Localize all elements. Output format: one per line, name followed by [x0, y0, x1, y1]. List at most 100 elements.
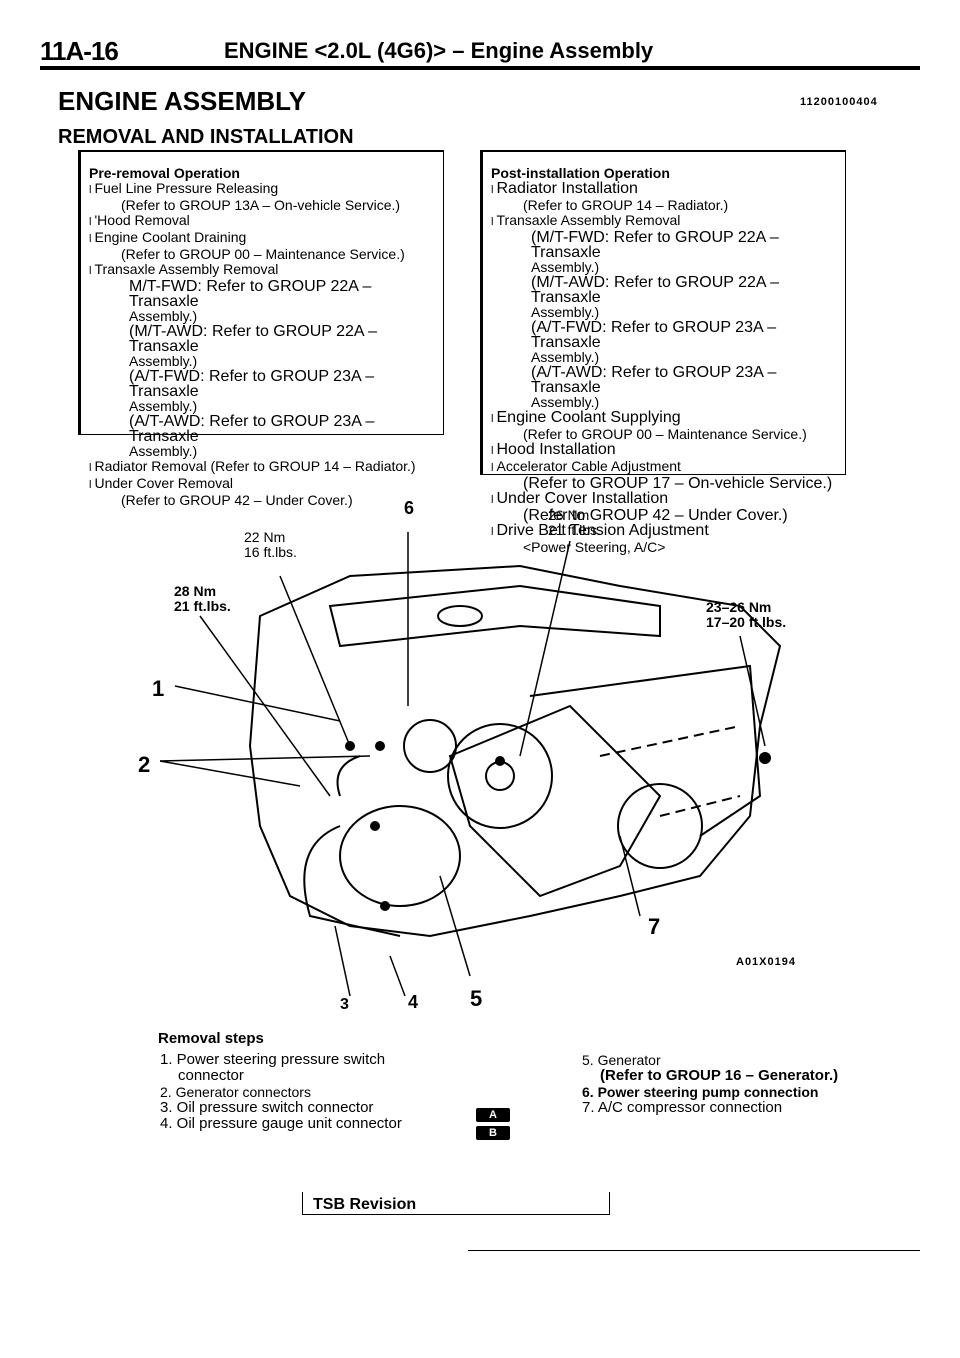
callout-4: 4	[408, 992, 419, 1012]
engine-block	[248, 564, 782, 938]
pre_removal-line: Assembly.)	[129, 353, 198, 369]
torque-ft: 21 ft.lbs.	[174, 598, 231, 614]
post-installation-heading-bold: Post-installation	[491, 165, 600, 181]
pre_removal-line: (M/T-AWD: Refer to GROUP 22A – Transaxle	[129, 323, 378, 355]
post_installation-line: Assembly.)	[531, 349, 600, 365]
pre_removal-line: (Refer to GROUP 42 – Under Cover.)	[121, 492, 353, 508]
step-3: 3. Oil pressure switch connector	[160, 1099, 374, 1116]
torque-label-2: 28 Nm 21 ft.lbs.	[174, 584, 231, 614]
post-installation-box: Post-installation Operation Radiator Ins…	[480, 150, 846, 555]
compressor-body	[529, 664, 762, 837]
step-2: 2. Generator connectors	[160, 1084, 311, 1100]
callout-1: 1	[152, 676, 165, 701]
oil-filler-cap	[437, 605, 483, 627]
callout-5: 5	[470, 986, 483, 1011]
pre_removal-line: Assembly.)	[129, 308, 198, 324]
callout-3: 3	[340, 996, 349, 1013]
torque-nm: 28 Nm	[174, 583, 217, 599]
pre_removal-line: (Refer to GROUP 00 – Maintenance Service…	[121, 246, 405, 262]
torque-nm: 23–26 Nm	[706, 599, 772, 615]
pre_removal-line: Radiator Removal (Refer to GROUP 14 – Ra…	[81, 459, 443, 476]
section-code: 11200100404	[800, 96, 878, 108]
post_installation-line: Assembly.)	[531, 259, 600, 275]
post_installation-line: (Refer to GROUP 17 – On-vehicle Service.…	[523, 475, 833, 492]
pre_removal-line: Transaxle Assembly Removal	[81, 262, 443, 279]
section-subtitle: REMOVAL AND INSTALLATION	[58, 126, 354, 148]
torque-label-4: 23–26 Nm 17–20 ft.lbs.	[706, 600, 786, 630]
pre_removal-line: (A/T-AWD: Refer to GROUP 23A – Transaxle	[129, 413, 375, 445]
removal-steps-title: Removal steps	[158, 1030, 264, 1047]
pre-removal-box: Pre-removal Operation Fuel Line Pressure…	[78, 150, 444, 508]
post_installation-line: Radiator Installation	[483, 181, 845, 198]
post_installation-line: (M/T-FWD: Refer to GROUP 22A – Transaxle	[531, 229, 779, 261]
pump-pulley	[447, 723, 553, 829]
post_installation-line: (M/T-AWD: Refer to GROUP 22A – Transaxle	[531, 274, 780, 306]
pre_removal-line: Fuel Line Pressure Releasing	[81, 181, 443, 198]
torque-ft: 21 ft.lbs.	[548, 522, 601, 538]
post_installation-line: Accelerator Cable Adjustment	[483, 459, 845, 476]
post_installation-line: Assembly.)	[531, 304, 600, 320]
pre_removal-line: (A/T-FWD: Refer to GROUP 23A – Transaxle	[129, 368, 375, 400]
post_installation-line: Hood Installation	[483, 442, 845, 459]
torque-label-1: 22 Nm 16 ft.lbs.	[244, 530, 297, 560]
post_installation-line: <Power Steering, A/C>	[523, 539, 666, 555]
generator-body	[339, 805, 461, 907]
pre-removal-heading-bold: Pre-removal	[89, 165, 170, 181]
post_installation-line: Transaxle Assembly Removal	[483, 213, 845, 230]
post_installation-line: (Refer to GROUP 00 – Maintenance Service…	[523, 426, 807, 442]
pre-removal-heading: Pre-removal Operation	[81, 152, 443, 181]
pre_removal-line: (Refer to GROUP 13A – On-vehicle Service…	[121, 197, 401, 213]
figure-id: A01X0194	[736, 956, 796, 968]
step-1-cont: connector	[178, 1067, 244, 1084]
callout-2: 2	[138, 752, 151, 777]
engine-assembly-diagram	[159, 532, 782, 997]
post_installation-line: Assembly.)	[531, 394, 600, 410]
tsb-revision-label: TSB Revision	[313, 1196, 417, 1213]
torque-label-3: 26 Nm 21 ft.lbs.	[548, 508, 601, 538]
page-code: 11A-16	[40, 36, 119, 66]
badge-b: B	[476, 1126, 510, 1140]
generator-pulley	[403, 719, 457, 773]
post-installation-heading: Post-installation Operation	[483, 152, 845, 181]
step-7: 7. A/C compressor connection	[582, 1099, 783, 1116]
post_installation-line: Under Cover Installation	[483, 491, 845, 508]
removal-steps-left: 1. Power steering pressure switch connec…	[160, 1052, 460, 1132]
pre_removal-line: Assembly.)	[129, 398, 198, 414]
pre_removal-line: 'Hood Removal	[81, 213, 443, 230]
torque-ft: 17–20 ft.lbs.	[706, 614, 787, 630]
pre_removal-line: M/T-FWD: Refer to GROUP 22A – Transaxle	[129, 278, 372, 310]
pre_removal-line: Under Cover Removal	[81, 476, 443, 493]
torque-ft: 16 ft.lbs.	[244, 544, 297, 560]
post-installation-list: Radiator Installation(Refer to GROUP 14 …	[483, 181, 845, 555]
post_installation-line: (Refer to GROUP 14 – Radiator.)	[523, 197, 729, 213]
post-installation-heading-rest: Operation	[599, 165, 670, 181]
bottom-rule	[468, 1250, 920, 1251]
compressor-pulley	[617, 783, 703, 869]
post_installation-line: (Refer to GROUP 42 – Under Cover.)	[523, 507, 788, 524]
step-5-ref: (Refer to GROUP 16 – Generator.)	[600, 1067, 839, 1084]
section-title: ENGINE ASSEMBLY	[58, 86, 307, 116]
removal-steps-right: 5. Generator (Refer to GROUP 16 – Genera…	[582, 1052, 902, 1116]
torque-nm: 22 Nm	[244, 529, 286, 545]
callout-6: 6	[404, 498, 415, 518]
torque-nm: 26 Nm	[548, 507, 590, 523]
pre-removal-heading-rest: Operation	[169, 165, 240, 181]
valve-cover	[328, 584, 661, 648]
step-5: 5. Generator	[582, 1052, 661, 1068]
pre-removal-list: Fuel Line Pressure Releasing(Refer to GR…	[81, 181, 443, 508]
step-6: 6. Power steering pump connection	[582, 1084, 819, 1100]
step-4: 4. Oil pressure gauge unit connector	[160, 1115, 402, 1132]
header-rule	[40, 66, 920, 70]
post_installation-line: (A/T-FWD: Refer to GROUP 23A – Transaxle	[531, 319, 777, 351]
page-header-title: ENGINE <2.0L (4G6)> – Engine Assembly	[224, 38, 654, 63]
pre_removal-line: Assembly.)	[129, 443, 198, 459]
post_installation-line: Engine Coolant Supplying	[483, 410, 845, 427]
post_installation-line: (A/T-AWD: Refer to GROUP 23A – Transaxle	[531, 364, 777, 396]
drive-belt	[448, 704, 662, 898]
post_installation-line: Drive Belt Tension Adjustment	[483, 523, 845, 540]
tsb-revision-box: TSB Revision	[302, 1192, 610, 1215]
pre_removal-line: Engine Coolant Draining	[81, 230, 443, 247]
step-1: 1. Power steering pressure switch	[160, 1051, 386, 1068]
callout-7: 7	[648, 914, 661, 939]
badge-a: A	[476, 1108, 510, 1122]
